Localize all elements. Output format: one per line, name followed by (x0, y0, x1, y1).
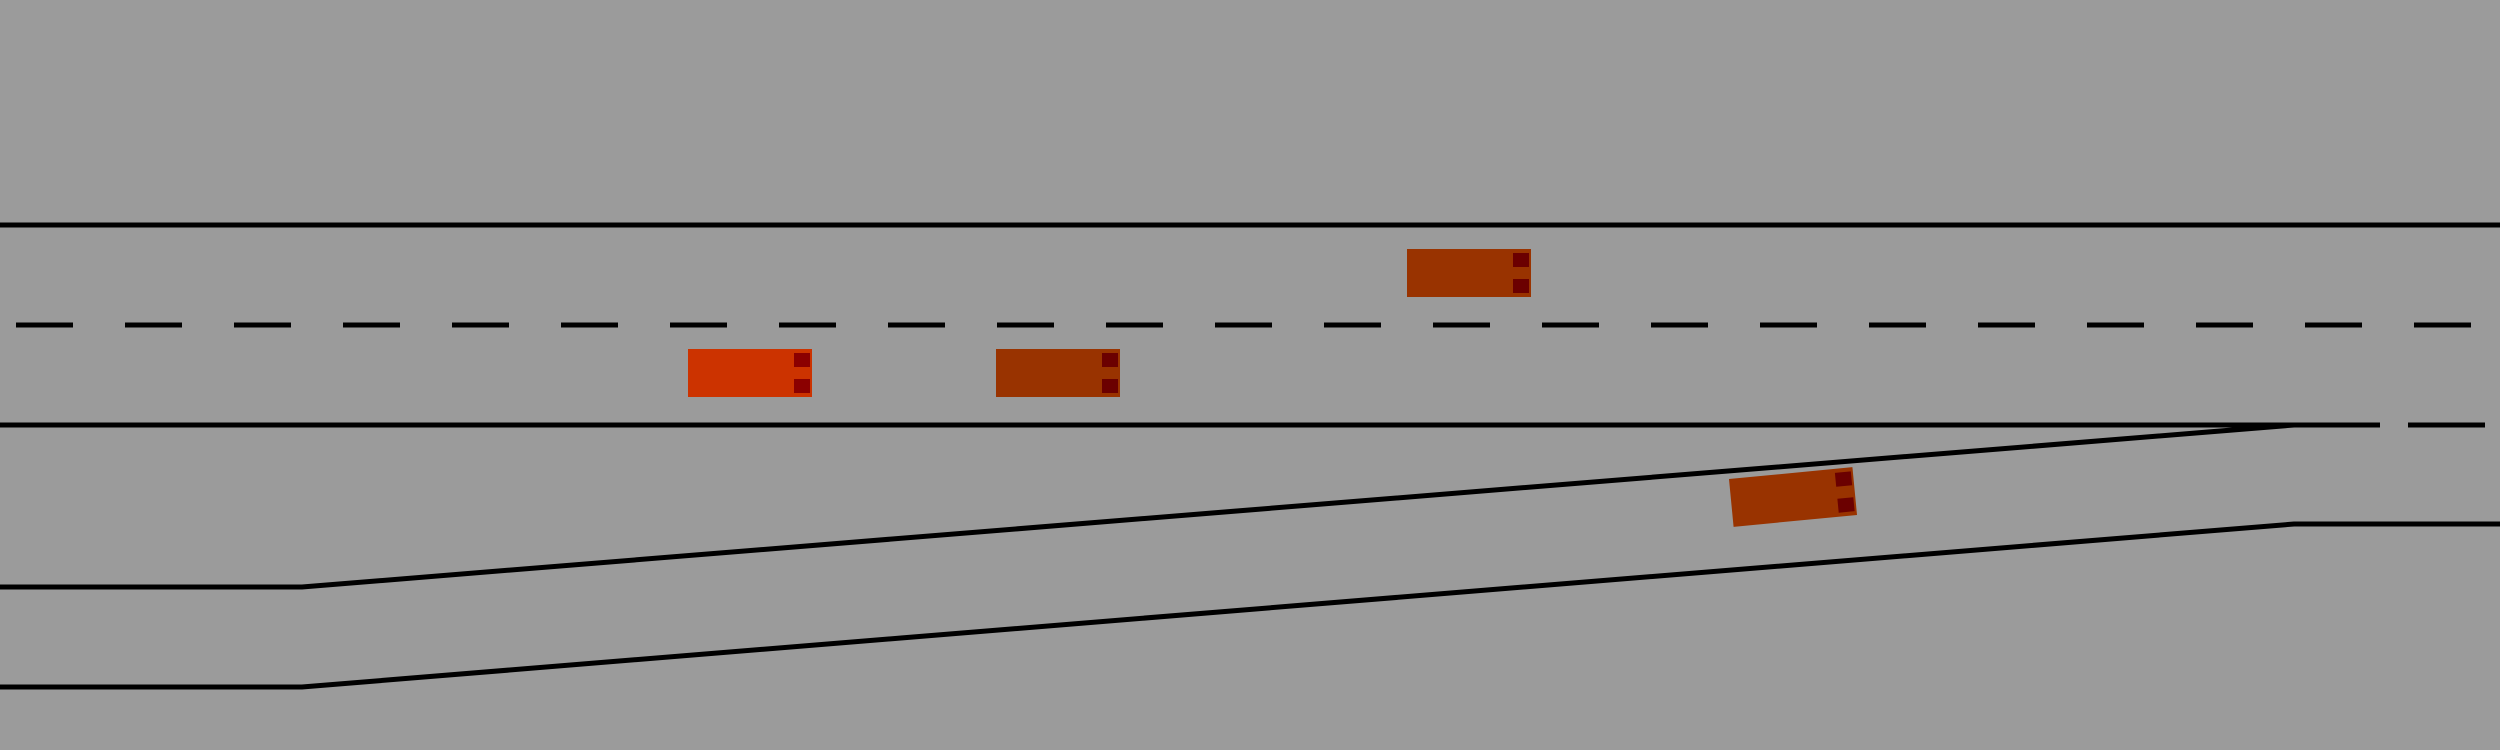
vehicle (1407, 249, 1531, 297)
ego-vehicle (688, 349, 812, 397)
tail-light-icon (1102, 379, 1118, 393)
ramp-lower-edge-line (0, 521, 2500, 690)
tail-light-icon (1102, 353, 1118, 367)
tail-light-icon (1513, 253, 1529, 267)
vehicle (996, 349, 1120, 397)
tail-light-icon (1513, 279, 1529, 293)
vehicle (1728, 467, 1858, 527)
tail-light-icon (1837, 497, 1855, 513)
tail-light-icon (794, 353, 810, 367)
tail-light-icon (1834, 471, 1853, 487)
ramp-upper-edge-line (0, 422, 2295, 590)
tail-light-icon (794, 379, 810, 393)
